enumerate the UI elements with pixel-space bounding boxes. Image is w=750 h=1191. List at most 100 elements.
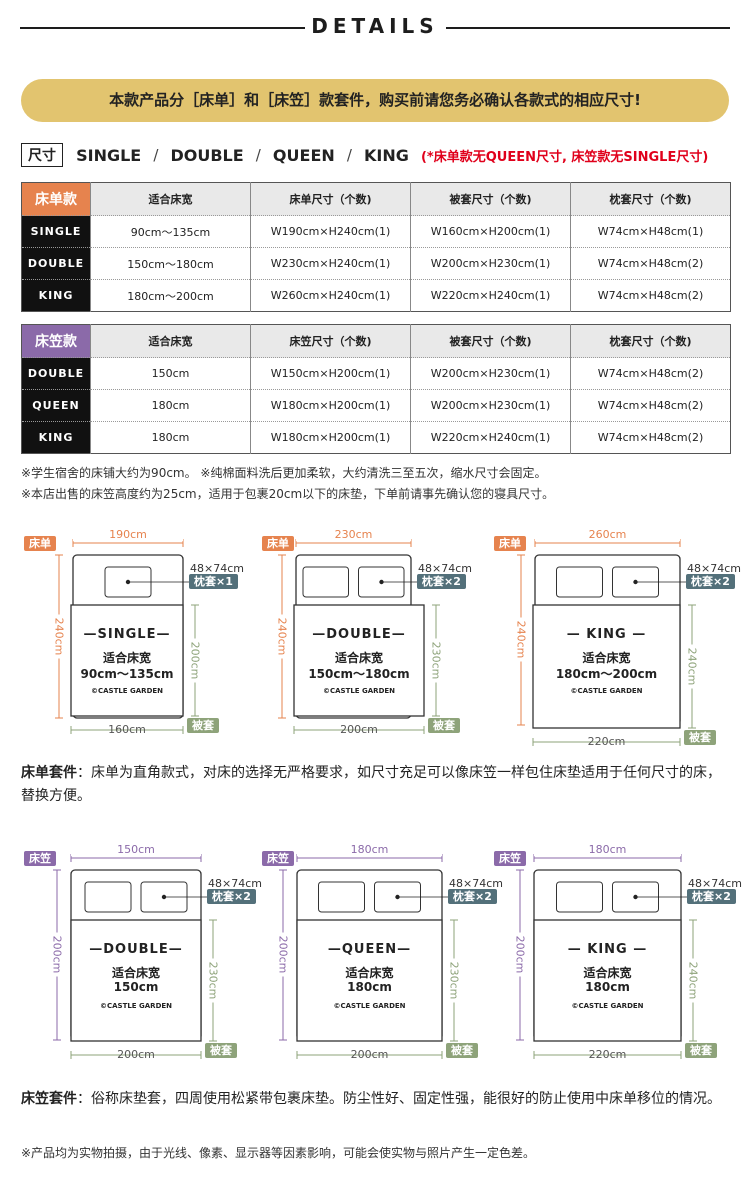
duvet-tag: 被套 (205, 1043, 237, 1058)
duvet-width-label: 200cm (350, 1048, 389, 1061)
table-cell: 150cm (90, 357, 251, 390)
fitted-set-title: 床笠套件 (21, 1091, 77, 1107)
pillow-tag: 枕套×2 (686, 574, 735, 589)
header-rule-right (446, 27, 730, 29)
sheet-type-tag: 床单 (494, 536, 526, 551)
separator: / (255, 146, 261, 164)
duvet-height-label: 240cm (685, 644, 699, 688)
fitted-spec-table: 床笠款 适合床宽 床笠尺寸（个数) 被套尺寸（个数) 枕套尺寸（个数) DOUB… (21, 324, 731, 454)
fit-label: 适合床宽 (583, 966, 632, 980)
brand-mark: ©CASTLE GARDEN (570, 687, 643, 695)
pillow-pointer-dot (125, 579, 131, 585)
pillow-size-label: 48×74cm (208, 877, 262, 890)
sheet-width-label: 180cm (534, 843, 681, 856)
table-cell: W260cm×H240cm(1) (250, 279, 411, 312)
sheet-set-title: 床单套件 (21, 765, 77, 781)
fitted-set-description: 床笠套件：俗称床垫套，四周使用松紧带包裹床垫。防尘性好、固定性强，能很好的防止使… (21, 1088, 733, 1111)
table-header: 适合床宽 (90, 324, 251, 358)
sheet-type-tag: 床笠 (262, 851, 294, 866)
table-header: 床笠尺寸（个数) (250, 324, 411, 358)
brand-mark: ©CASTLE GARDEN (90, 687, 164, 695)
pillow-tag: 枕套×2 (448, 889, 497, 904)
pillow-tag: 枕套×2 (417, 574, 466, 589)
note-line: ※学生宿舍的床铺大约为90cm。 ※纯棉面料洗后更加柔软，大约清洗三至五次，缩水… (21, 466, 547, 480)
sheet-type-tag: 床单 (262, 536, 294, 551)
pillow (318, 881, 365, 913)
table-cell: 180cm (90, 421, 251, 454)
sheet-height-label: 240cm (52, 614, 66, 658)
duvet-tag: 被套 (446, 1043, 478, 1058)
sheet-width-label: 230cm (296, 528, 411, 541)
pillow (84, 881, 132, 913)
table-cell: W220cm×H240cm(1) (410, 279, 571, 312)
table-header: 床单尺寸（个数) (250, 182, 411, 216)
pillow-size-label: 48×74cm (190, 562, 244, 575)
fit-range: 150cm～180cm (308, 667, 410, 681)
table-cell: W180cm×H200cm(1) (250, 421, 411, 454)
pillow-tag: 枕套×2 (687, 889, 736, 904)
size-name: —SINGLE— (83, 627, 171, 642)
table-header: 被套尺寸（个数) (410, 324, 571, 358)
sheet-width-label: 180cm (297, 843, 442, 856)
table-header: 枕套尺寸（个数) (570, 324, 731, 358)
sheet-height-label: 240cm (514, 617, 528, 662)
separator: / (346, 146, 352, 164)
duvet-height-label: 230cm (206, 958, 220, 1002)
size-double: DOUBLE (170, 145, 244, 165)
sheet-type-tag: 床笠 (24, 851, 56, 866)
brand-mark: ©CASTLE GARDEN (333, 1002, 406, 1010)
table-cell: W200cm×H230cm(1) (410, 389, 571, 422)
row-label: KING (21, 279, 91, 312)
duvet-height-label: 230cm (429, 638, 443, 682)
sheet-height-label: 200cm (50, 932, 64, 977)
fit-range: 150cm (113, 980, 159, 994)
fit-label: 适合床宽 (111, 966, 160, 980)
table-header: 被套尺寸（个数) (410, 182, 571, 216)
sheet-type-tag: 床笠 (494, 851, 526, 866)
table-header: 适合床宽 (90, 182, 251, 216)
note-line: ※本店出售的床笠高度约为25cm，适用于包裹20cm以下的床垫，下单前请事先确认… (21, 487, 555, 501)
brand-mark: ©CASTLE GARDEN (571, 1002, 644, 1010)
duvet-width-label: 220cm (587, 735, 626, 748)
table-cell: W74cm×H48cm(1) (570, 215, 731, 248)
fitted-set-text: ：俗称床垫套，四周使用松紧带包裹床垫。防尘性好、固定性强，能很好的防止使用中床单… (77, 1091, 721, 1107)
size-label: 尺寸 (21, 143, 63, 167)
pillow-pointer-dot (633, 894, 638, 900)
duvet-height-label: 240cm (686, 958, 700, 1002)
size-single: SINGLE (76, 145, 142, 165)
table-cell: 180cm (90, 389, 251, 422)
fit-label: 适合床宽 (345, 966, 394, 980)
duvet-height-label: 200cm (188, 638, 202, 682)
table-cell: W190cm×H240cm(1) (250, 215, 411, 248)
fit-label: 适合床宽 (102, 651, 151, 665)
sheet-spec-table: 床单款 适合床宽 床单尺寸（个数) 被套尺寸（个数) 枕套尺寸（个数) SING… (21, 182, 731, 312)
pillow-pointer-dot (161, 894, 167, 900)
sheet-width-label: 190cm (73, 528, 183, 541)
size-name: — KING — (566, 627, 647, 642)
table-cell: W150cm×H200cm(1) (250, 357, 411, 390)
header-rule-left (20, 27, 305, 29)
size-warning: (*床单款无QUEEN尺寸, 床笠款无SINGLE尺寸) (420, 149, 709, 165)
fit-range: 180cm (585, 980, 630, 994)
pillow (612, 566, 659, 598)
pillow-size-label: 48×74cm (418, 562, 472, 575)
sheet-width-label: 150cm (71, 843, 201, 856)
size-name: —DOUBLE— (89, 942, 183, 957)
sheet-set-text: ：床单为直角款式，对床的选择无严格要求，如尺寸充足可以像床笠一样包住床垫适用于任… (21, 765, 721, 804)
row-label: QUEEN (21, 389, 91, 422)
table-corner: 床单款 (21, 182, 91, 216)
footer-note: ※产品均为实物拍摄，由于光线、像素、显示器等因素影响，可能会使实物与照片产生一定… (21, 1146, 536, 1160)
pillow (612, 881, 659, 913)
pillow (556, 566, 603, 598)
pillow (140, 881, 188, 913)
table-cell: W74cm×H48cm(2) (570, 389, 731, 422)
table-cell: W230cm×H240cm(1) (250, 247, 411, 280)
fit-label: 适合床宽 (582, 651, 631, 665)
fit-label: 适合床宽 (334, 651, 383, 665)
duvet-tag: 被套 (685, 1043, 717, 1058)
duvet-tag: 被套 (684, 730, 716, 745)
pillow-size-label: 48×74cm (449, 877, 503, 890)
table-cell: W180cm×H200cm(1) (250, 389, 411, 422)
size-name: —QUEEN— (327, 942, 412, 957)
